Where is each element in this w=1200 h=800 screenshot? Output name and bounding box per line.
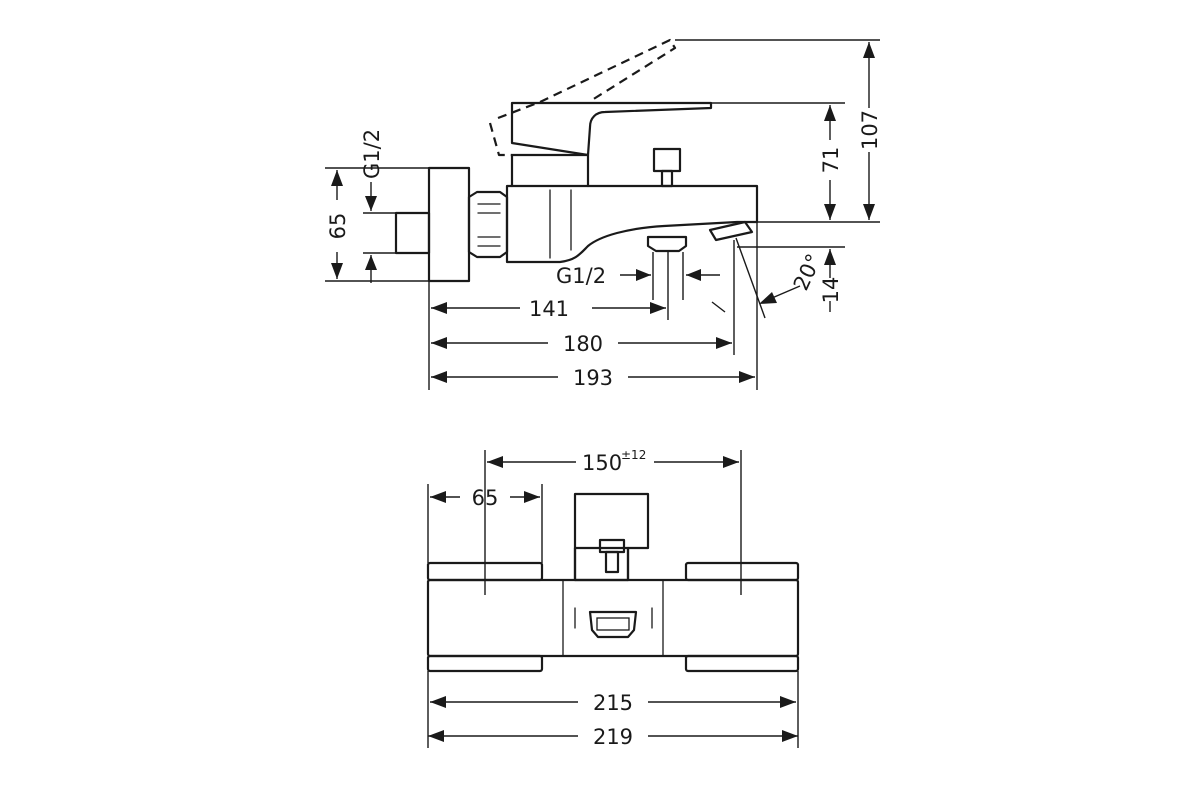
aerator — [646, 235, 688, 253]
left-rosette-bottom — [426, 654, 544, 673]
label-219: 219 — [593, 725, 633, 749]
side-view: 141 180 193 G1/2 20° — [325, 38, 882, 390]
mixer-body-side — [394, 38, 759, 283]
right-rosette-top — [684, 561, 800, 582]
cartridge-front — [573, 546, 630, 582]
lever-front — [573, 492, 650, 582]
label-14: 14 — [819, 277, 843, 304]
wall-rosette — [427, 166, 471, 283]
cartridge-housing — [510, 153, 590, 188]
label-107: 107 — [858, 110, 882, 150]
dimension-180: 180 — [431, 332, 732, 356]
inlet-connector — [394, 211, 431, 255]
label-180: 180 — [563, 332, 603, 356]
thread-outlet-callout: G1/2 — [556, 264, 720, 288]
dimension-219: 219 — [428, 725, 798, 749]
dimension-215: 215 — [430, 691, 796, 715]
dimension-107: 107 — [858, 42, 882, 220]
mixer-body-front — [426, 492, 800, 673]
dimension-150: 150 ±12 — [487, 448, 739, 475]
diverter-stem — [660, 169, 674, 188]
label-65-side: 65 — [326, 213, 350, 240]
angle-callout: 20° — [759, 250, 826, 304]
union-nut — [467, 190, 509, 259]
diverter-knob-front — [598, 538, 626, 554]
dimension-71: 71 — [819, 105, 843, 220]
label-141: 141 — [529, 297, 569, 321]
diverter-stem-front — [604, 550, 620, 574]
bath-outlet — [708, 220, 754, 242]
dimension-141: 141 — [431, 297, 666, 321]
label-150-tolerance: ±12 — [621, 448, 646, 462]
diverter-knob — [652, 147, 682, 173]
front-view: 150 ±12 65 215 219 — [426, 448, 800, 749]
front-extension-lines — [427, 450, 799, 748]
spout-body — [505, 184, 759, 264]
aerator-front — [596, 617, 630, 631]
lever-open-position — [488, 38, 677, 157]
dimension-65-side: 65 — [326, 170, 350, 279]
side-extension-lines — [325, 39, 880, 390]
thread-inlet-callout: G1/2 — [360, 129, 384, 283]
spout-outlet-front — [588, 610, 638, 639]
dimension-193: 193 — [431, 366, 755, 390]
right-rosette-bottom — [684, 654, 800, 673]
label-193: 193 — [573, 366, 613, 390]
dimension-14: 14 — [819, 249, 843, 312]
lever-handle — [510, 101, 713, 157]
label-thread-outlet: G1/2 — [556, 264, 606, 288]
label-71: 71 — [819, 147, 843, 174]
label-150: 150 — [582, 451, 622, 475]
dimension-65-front: 65 — [430, 486, 540, 510]
label-65-front: 65 — [472, 486, 499, 510]
label-thread-inlet: G1/2 — [360, 129, 384, 179]
label-215: 215 — [593, 691, 633, 715]
